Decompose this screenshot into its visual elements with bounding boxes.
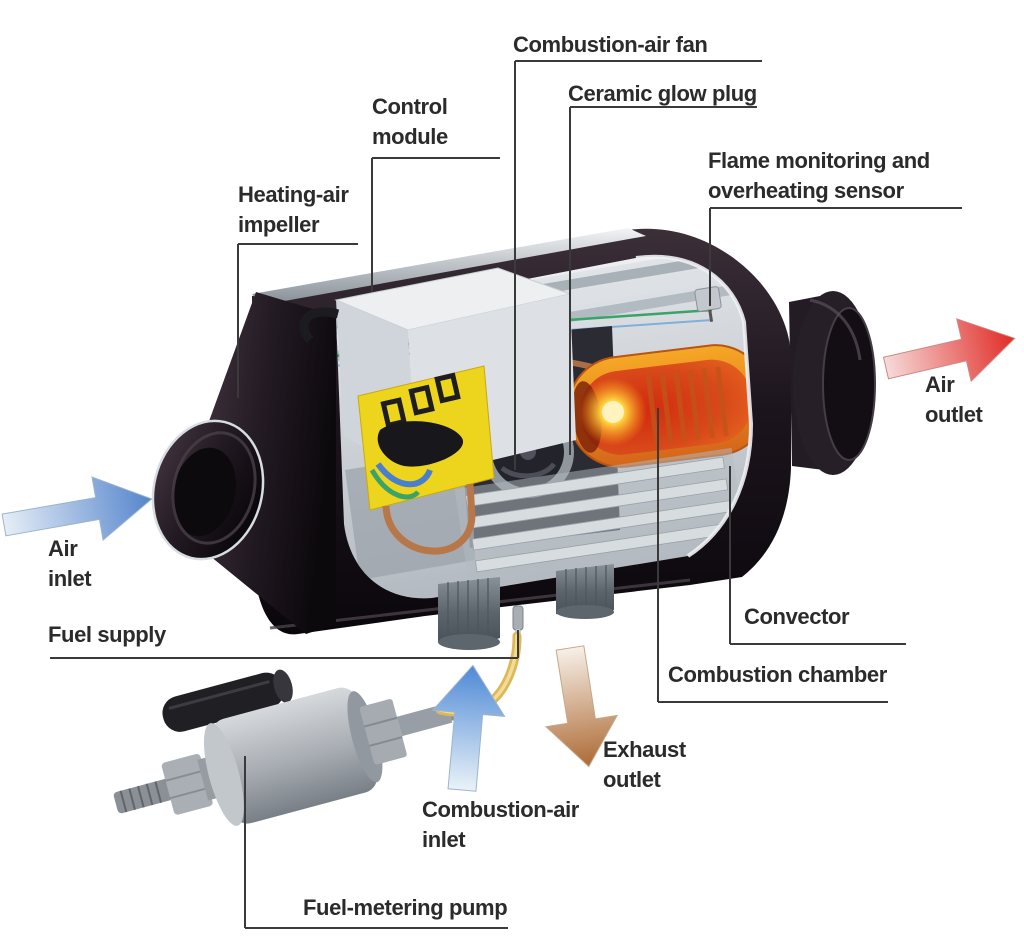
leader-combustion-chamber: [657, 408, 888, 703]
label-line: Air: [925, 372, 955, 397]
leader-control-module: [371, 157, 500, 292]
label-exhaust-outlet: Exhaust outlet: [603, 735, 686, 795]
combustion-air-inlet-arrow: [431, 664, 506, 792]
label-line: Flame monitoring and: [708, 148, 930, 173]
heating-air-inlet-cone: [151, 292, 336, 634]
label-line: inlet: [422, 827, 466, 852]
convector-fins: [454, 447, 746, 585]
wiring-plug-black: [377, 421, 464, 467]
leader-ceramic-glow-plug: [569, 106, 757, 455]
wire-green: [369, 468, 420, 500]
leader-combustion-air-fan: [514, 60, 762, 470]
label-line: impeller: [238, 212, 320, 237]
label-fuel-supply: Fuel supply: [48, 620, 166, 650]
leader-convector: [729, 466, 906, 645]
label-line: Air: [48, 536, 78, 561]
combustion-air-port: [438, 577, 500, 650]
label-heating-air-impeller: Heating-air impeller: [238, 180, 349, 240]
leader-heating-air-impeller: [237, 243, 358, 398]
wire-copper: [382, 483, 476, 555]
air-inlet-arrow: [1, 476, 153, 541]
label-combustion-chamber: Combustion chamber: [668, 660, 887, 690]
label-ceramic-glow-plug: Ceramic glow plug: [568, 79, 757, 109]
flame-sensor: [694, 286, 722, 322]
control-module-box: [299, 267, 576, 555]
label-air-inlet: Air inlet: [48, 534, 92, 594]
label-line: Heating-air: [238, 182, 349, 207]
cable-black: [299, 307, 340, 343]
label-line: Fuel supply: [48, 622, 166, 647]
label-line: module: [372, 124, 448, 149]
leader-flame-monitoring: [709, 207, 962, 306]
label-line: Exhaust: [603, 737, 686, 762]
label-line: outlet: [925, 402, 983, 427]
label-flame-monitoring-sensor: Flame monitoring and overheating sensor: [708, 146, 930, 206]
air-outlet-duct: [789, 291, 876, 475]
label-control-module: Control module: [372, 92, 448, 152]
cutaway-edge-highlight: [635, 254, 754, 558]
housing-top-rim: [252, 228, 646, 305]
label-air-outlet: Air outlet: [925, 370, 983, 430]
label-line: inlet: [48, 566, 92, 591]
label-combustion-air-fan: Combustion-air fan: [513, 30, 708, 60]
label-line: overheating sensor: [708, 178, 904, 203]
wire-blue: [375, 462, 433, 488]
label-fuel-metering-pump: Fuel-metering pump: [303, 893, 508, 923]
label-line: Combustion-air: [422, 797, 579, 822]
label-line: Ceramic glow plug: [568, 81, 757, 106]
leader-fuel-metering-pump: [244, 756, 508, 929]
label-line: Combustion chamber: [668, 662, 887, 687]
exhaust-outlet-arrow: [544, 645, 619, 768]
label-line: outlet: [603, 767, 661, 792]
label-line: Control: [372, 94, 448, 119]
label-combustion-air-inlet: Combustion-air inlet: [422, 795, 579, 855]
exhaust-port: [556, 564, 614, 619]
leader-lines: [50, 60, 962, 929]
label-line: Combustion-air fan: [513, 32, 708, 57]
label-convector: Convector: [744, 602, 850, 632]
air-outlet-arrow: [882, 318, 1016, 383]
label-line: Convector: [744, 604, 850, 629]
leader-fuel-supply: [50, 630, 519, 659]
label-line: Fuel-metering pump: [303, 895, 508, 920]
